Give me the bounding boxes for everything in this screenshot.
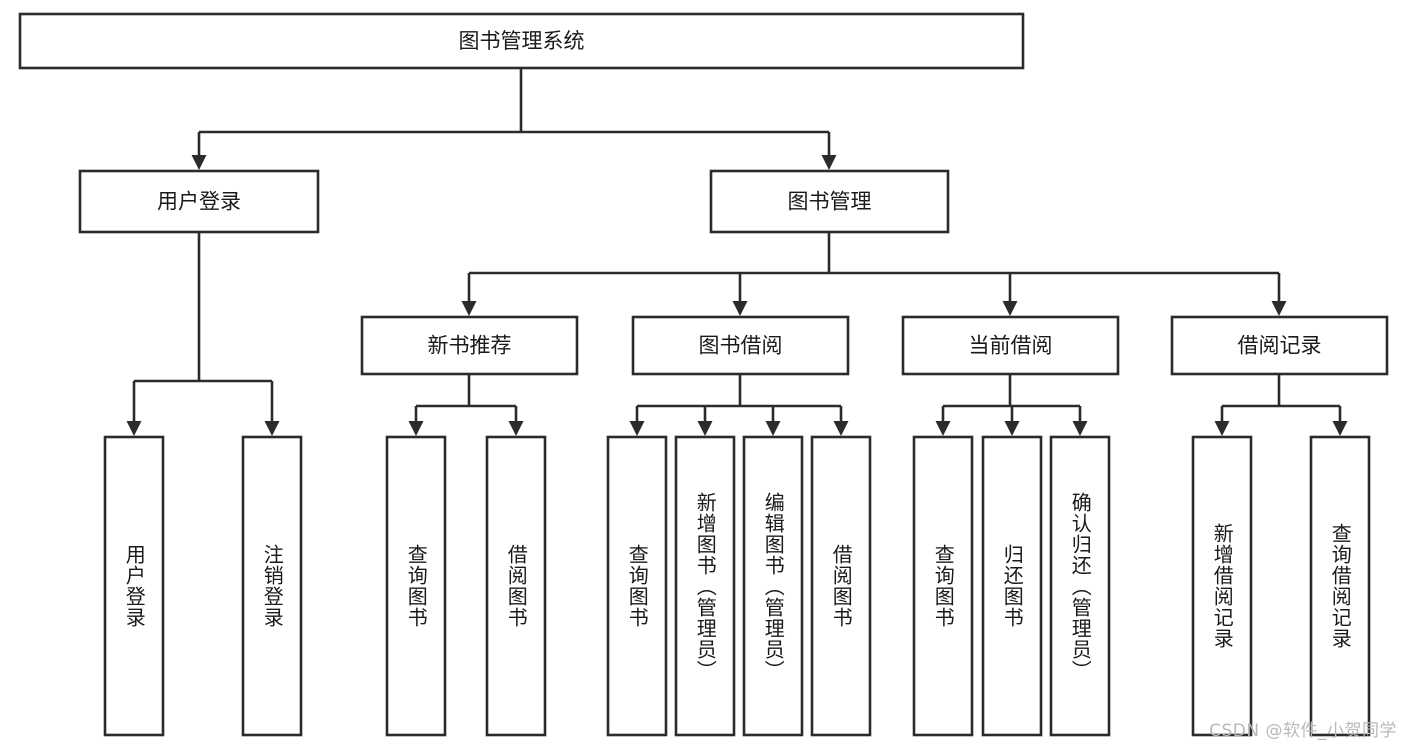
connector-arrowhead: [629, 421, 645, 436]
node-leaf-br-query[interactable]: [1309, 435, 1371, 737]
node-leaf-cb-query[interactable]: [912, 435, 974, 737]
node-root-book-management-system-label: 图书管理系统: [459, 29, 585, 53]
node-leaf-bb-borrow[interactable]: [810, 435, 872, 737]
node-book-borrow[interactable]: 图书借阅: [631, 315, 850, 376]
node-user-login-rect[interactable]: [78, 169, 320, 234]
node-book-borrow-rect[interactable]: [631, 315, 850, 376]
node-current-borrow-label: 当前借阅: [969, 334, 1053, 358]
node-leaf-user-logout-rect[interactable]: [241, 435, 303, 737]
node-user-login-label: 用户登录: [157, 190, 241, 214]
node-leaf-rec-query-rect[interactable]: [385, 435, 447, 737]
connector-borrow-record-to-leaves: [1220, 374, 1342, 423]
node-borrow-record[interactable]: 借阅记录: [1170, 315, 1389, 376]
node-new-book-rec-label: 新书推荐: [428, 334, 512, 358]
node-leaf-cb-confirm-rect[interactable]: [1049, 435, 1111, 737]
connector-arrowhead: [1271, 301, 1287, 316]
connector-arrowhead: [697, 421, 713, 436]
connector-book-manage-to-level3: [467, 232, 1281, 303]
node-leaf-br-add[interactable]: [1191, 435, 1253, 737]
connector-arrowhead: [1072, 421, 1088, 436]
node-leaf-bb-edit[interactable]: [742, 435, 804, 737]
node-leaf-rec-borrow[interactable]: [485, 435, 547, 737]
node-borrow-record-rect[interactable]: [1170, 315, 1389, 376]
connector-arrowhead: [833, 421, 849, 436]
node-leaf-user-login-rect[interactable]: [103, 435, 165, 737]
node-new-book-rec-rect[interactable]: [360, 315, 579, 376]
connector-arrowhead: [264, 421, 280, 436]
node-book-manage-rect[interactable]: [709, 169, 950, 234]
connector-arrowhead: [1004, 421, 1020, 436]
connector-arrowhead: [1332, 421, 1348, 436]
node-book-manage-label: 图书管理: [788, 190, 872, 214]
connector-root-to-level2: [197, 68, 831, 157]
node-user-login[interactable]: 用户登录: [78, 169, 320, 234]
connector-current-borrow-to-leaves: [941, 374, 1082, 423]
node-leaf-cb-return-rect[interactable]: [981, 435, 1043, 737]
connector-arrowhead: [126, 421, 142, 436]
node-leaf-bb-query[interactable]: [606, 435, 668, 737]
connector-arrowhead: [821, 155, 837, 170]
node-leaf-bb-add[interactable]: [674, 435, 736, 737]
node-leaf-rec-query[interactable]: [385, 435, 447, 737]
node-new-book-rec[interactable]: 新书推荐: [360, 315, 579, 376]
node-leaf-bb-query-rect[interactable]: [606, 435, 668, 737]
node-leaf-user-logout[interactable]: [241, 435, 303, 737]
node-leaf-bb-borrow-rect[interactable]: [810, 435, 872, 737]
node-root-book-management-system-rect[interactable]: [18, 12, 1025, 70]
node-root-book-management-system[interactable]: 图书管理系统: [18, 12, 1025, 70]
connector-arrowhead: [461, 301, 477, 316]
connector-user-login-to-leaves: [132, 232, 274, 423]
node-current-borrow[interactable]: 当前借阅: [901, 315, 1120, 376]
node-leaf-bb-add-rect[interactable]: [674, 435, 736, 737]
node-leaf-br-add-rect[interactable]: [1191, 435, 1253, 737]
connector-arrowhead: [765, 421, 781, 436]
connector-arrowhead: [935, 421, 951, 436]
connector-arrowhead: [1214, 421, 1230, 436]
connector-arrowhead: [191, 155, 207, 170]
connector-arrowhead: [1002, 301, 1018, 316]
connector-arrowhead: [508, 421, 524, 436]
node-leaf-br-query-rect[interactable]: [1309, 435, 1371, 737]
node-leaf-cb-confirm[interactable]: [1049, 435, 1111, 737]
node-leaf-cb-return[interactable]: [981, 435, 1043, 737]
connector-arrowhead: [408, 421, 424, 436]
connector-arrowhead: [732, 301, 748, 316]
connector-book-borrow-to-leaves: [635, 374, 843, 423]
node-leaf-bb-edit-rect[interactable]: [742, 435, 804, 737]
node-book-manage[interactable]: 图书管理: [709, 169, 950, 234]
node-borrow-record-label: 借阅记录: [1238, 334, 1322, 358]
watermark-text: CSDN @软件_小贺同学: [1209, 721, 1397, 741]
node-leaf-user-login[interactable]: [103, 435, 165, 737]
node-current-borrow-rect[interactable]: [901, 315, 1120, 376]
node-book-borrow-label: 图书借阅: [699, 334, 783, 358]
node-leaf-cb-query-rect[interactable]: [912, 435, 974, 737]
node-leaf-rec-borrow-rect[interactable]: [485, 435, 547, 737]
connector-new-book-rec-to-leaves: [414, 374, 518, 423]
